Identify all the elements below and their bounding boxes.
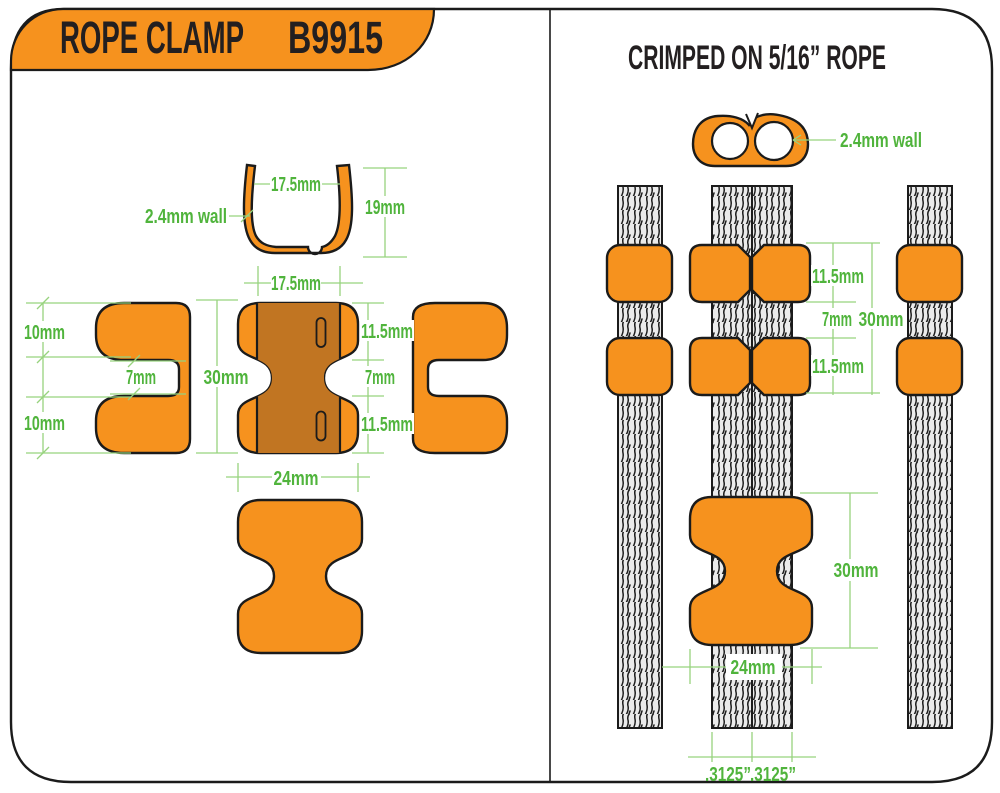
crimp-block-row [605, 243, 964, 304]
clamp-back-view [236, 498, 364, 655]
right-label-backgrounds [726, 265, 906, 680]
dim-wall: 2.4mm wall [145, 206, 227, 228]
clamp-side-view-left [94, 301, 192, 455]
rope-hole-left [710, 121, 750, 161]
dim-crimp-flange-top: 11.5mm [812, 266, 864, 288]
dim-side-gap: 7mm [126, 367, 156, 389]
dim-overall-height: 30mm [204, 367, 249, 389]
clamp-front-face [255, 303, 342, 453]
dim-crimp-wall: 2.4mm wall [840, 130, 922, 152]
product-title: ROPE CLAMP [60, 12, 244, 63]
dim-height: 19mm [365, 197, 405, 219]
dim-crimp-flange-bottom: 11.5mm [812, 356, 864, 378]
dim-clamp-width: 24mm [731, 657, 776, 679]
crimp-seam [745, 112, 759, 131]
right-panel-title: CRIMPED ON 5/16” ROPE [628, 39, 886, 77]
dim-inner-width: 17.5mm [271, 174, 321, 196]
dim-rope-right-width: .3125” [750, 764, 796, 786]
dim-tab-bottom: 10mm [24, 413, 65, 435]
dim-crimp-gap: 7mm [822, 309, 852, 331]
dim-clamp-height: 30mm [834, 560, 879, 582]
dim-rope-left-width: .3125” [705, 764, 751, 786]
crimped-cross-section [691, 112, 810, 168]
clamp-side-view-right [411, 301, 509, 455]
u-channel-cross-section [242, 163, 354, 256]
crimped-clamp-front-view [688, 495, 814, 647]
slot-bottom [315, 410, 327, 442]
dim-base-width: 17.5mm [271, 273, 321, 295]
clamp-front-view [236, 301, 360, 455]
dim-front-width: 24mm [274, 468, 319, 490]
dim-tab-top: 10mm [24, 322, 65, 344]
title-banner [9, 7, 436, 72]
dim-crimp-overall: 30mm [859, 309, 904, 331]
dim-flange-bottom: 11.5mm [361, 414, 413, 436]
left-label-backgrounds [20, 196, 414, 488]
rope-hole-right [753, 120, 795, 162]
dim-front-gap: 7mm [365, 367, 395, 389]
slot-top [315, 317, 327, 348]
part-number: B9915 [288, 12, 383, 63]
dim-flange-top: 11.5mm [361, 321, 413, 343]
